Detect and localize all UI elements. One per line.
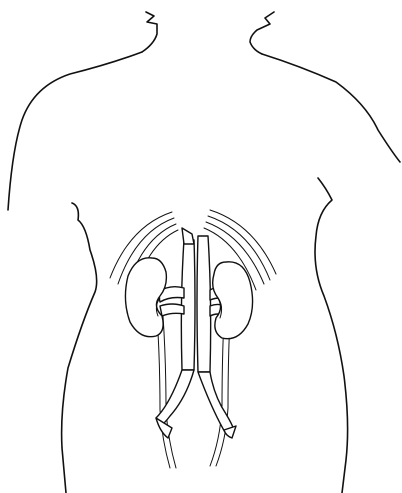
vena-cava (197, 236, 211, 372)
kidney-right (213, 262, 253, 339)
waist-hip-right (315, 178, 348, 493)
aortic-stump (182, 228, 194, 244)
shoulder-arm-right (262, 54, 400, 162)
aorta (181, 240, 195, 370)
neck-right (250, 12, 274, 54)
iliac-artery-left (156, 370, 194, 426)
neck-left (142, 12, 157, 52)
shoulder-arm-left (8, 52, 142, 210)
waist-hip-left (62, 203, 97, 493)
